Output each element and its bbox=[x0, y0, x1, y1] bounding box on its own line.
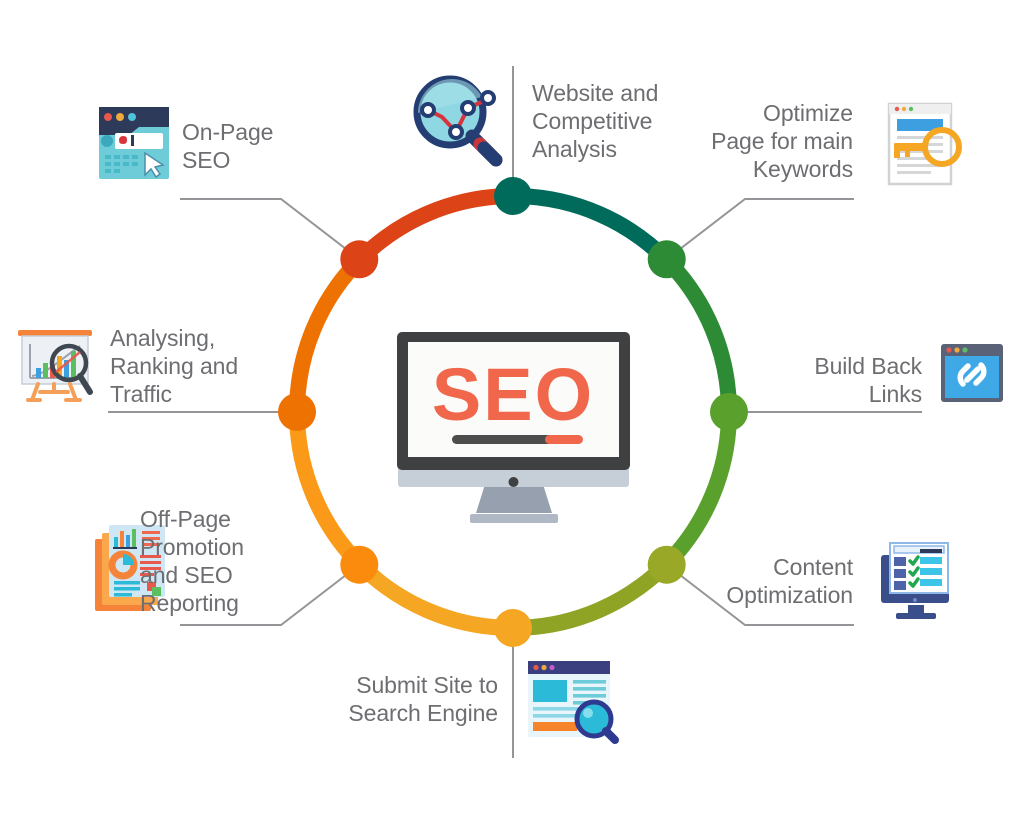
connector-optimize-page-keywords bbox=[666, 198, 854, 260]
label-build-back-links: Build Back Links bbox=[814, 353, 922, 407]
label-analysing-ranking-traffic: Analysing, Ranking and Traffic bbox=[110, 325, 239, 407]
label-submit-site-search-engine: Submit Site to Search Engine bbox=[348, 672, 498, 726]
label-content-optimization: Content Optimization bbox=[726, 554, 853, 608]
ring-segment-submit-site-search-engine bbox=[354, 559, 506, 636]
node-content-optimization[interactable] bbox=[647, 545, 686, 584]
node-analysing-ranking-traffic[interactable] bbox=[278, 393, 316, 431]
browser-search-icon bbox=[528, 661, 619, 744]
ring-segment-analysing-ranking-traffic bbox=[289, 259, 361, 405]
connector-on-page-seo bbox=[180, 198, 360, 260]
label-optimize-page-keywords: Optimize Page for main Keywords bbox=[711, 100, 853, 182]
ring-segment-build-back-links bbox=[665, 419, 737, 565]
document-key-icon bbox=[887, 102, 962, 186]
ring-segments bbox=[289, 188, 737, 636]
browser-search-cursor-icon bbox=[99, 107, 169, 179]
connector-lines bbox=[108, 66, 922, 758]
ring-nodes bbox=[278, 177, 748, 647]
node-build-back-links[interactable] bbox=[710, 393, 748, 431]
node-on-page-seo[interactable] bbox=[340, 240, 379, 279]
report-stack-icon bbox=[95, 525, 165, 611]
label-off-page-promotion-seo-reporting: Off-Page Promotion and SEO Reporting bbox=[140, 506, 244, 616]
node-website-competitive-analysis[interactable] bbox=[494, 177, 532, 215]
ring-segment-on-page-seo bbox=[354, 188, 506, 265]
ring-segment-optimize-page-keywords bbox=[665, 259, 737, 405]
label-on-page-seo: On-Page SEO bbox=[182, 119, 274, 173]
monitor-checklist-icon bbox=[881, 542, 949, 619]
node-optimize-page-keywords[interactable] bbox=[647, 240, 686, 279]
connector-content-optimization bbox=[666, 564, 854, 626]
node-off-page-promotion[interactable] bbox=[340, 545, 379, 584]
node-submit-site-search-engine[interactable] bbox=[494, 609, 532, 647]
center-monitor-graphic: SEO bbox=[397, 332, 630, 523]
ring-segment-content-optimization bbox=[520, 559, 672, 636]
ring-segment-off-page-promotion-seo-reporting bbox=[289, 419, 361, 565]
center-seo-text: SEO bbox=[432, 353, 594, 436]
presentation-chart-magnifier-icon bbox=[18, 330, 93, 402]
browser-chain-links-icon bbox=[941, 344, 1003, 402]
magnifier-chart-icon bbox=[413, 75, 503, 167]
ring-segment-website-competitive-analysis bbox=[520, 188, 672, 265]
label-website-competitive-analysis: Website and Competitive Analysis bbox=[532, 80, 659, 162]
connector-off-page-promotion-seo-reporting bbox=[180, 564, 360, 626]
